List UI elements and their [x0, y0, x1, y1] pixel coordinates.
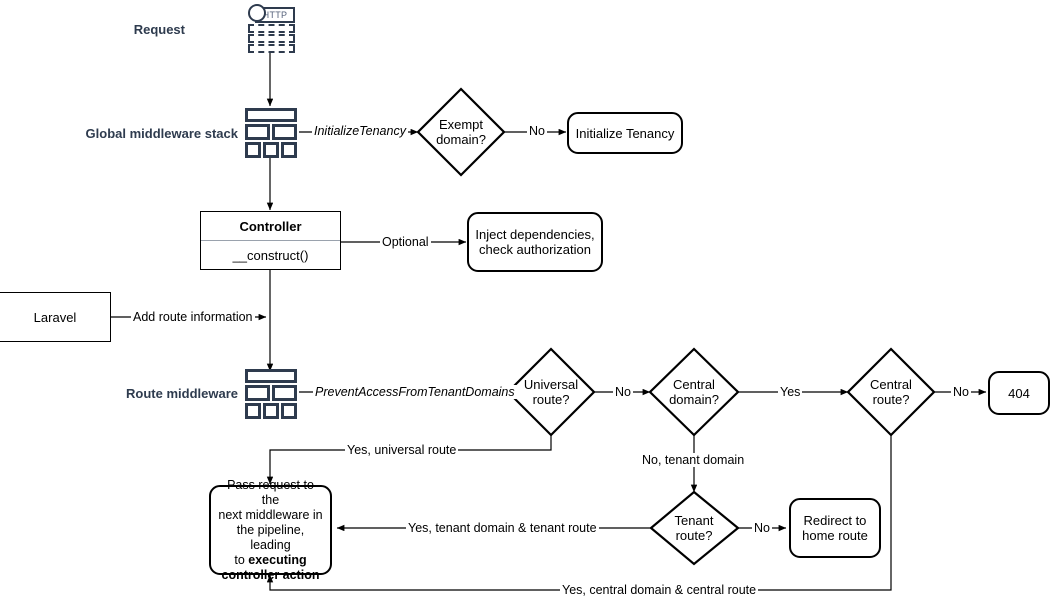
decision-line: route?	[532, 392, 570, 407]
decision-line: Central	[673, 377, 715, 392]
pass-request-line-2: next middleware in	[218, 507, 323, 522]
controller-method: __construct()	[232, 247, 309, 263]
decision-central-domain	[648, 347, 740, 437]
http-dash-row	[248, 34, 295, 43]
edge-label-initialize-tenancy: InitializeTenancy	[312, 124, 408, 138]
decision-line: route?	[675, 528, 713, 543]
http-body-icon	[248, 24, 295, 53]
node-redirect-home-text: Redirect to home route	[802, 513, 868, 543]
stack-brick	[245, 403, 261, 419]
request-label: Request	[133, 22, 185, 37]
edge-label-prevent-access: PreventAccessFromTenantDomains	[313, 385, 517, 399]
stack-brick	[245, 142, 261, 158]
stack-brick	[272, 385, 297, 401]
edge-label-universal-no: No	[613, 385, 633, 399]
edge-label-central-route-no: No	[951, 385, 971, 399]
decision-central-route	[846, 347, 936, 437]
http-request-icon: HTTP	[245, 3, 295, 53]
node-inject-dependencies-text: Inject dependencies, check authorization	[475, 227, 595, 257]
stack-brick	[263, 142, 279, 158]
decision-universal-route	[506, 347, 596, 437]
node-initialize-tenancy[interactable]: Initialize Tenancy	[567, 112, 683, 154]
edge-label-yes-tenant-domain-tenant-route: Yes, tenant domain & tenant route	[406, 521, 599, 535]
decision-line: Tenant	[674, 513, 714, 528]
stack-brick	[263, 403, 279, 419]
stack-brick	[281, 142, 297, 158]
node-pass-request-text: Pass request to the next middleware in t…	[217, 478, 324, 583]
http-dash-row	[248, 44, 295, 53]
decision-line: Central	[870, 377, 912, 392]
decision-line: domain?	[436, 132, 486, 147]
controller-title: Controller	[201, 212, 340, 241]
edge-label-optional: Optional	[380, 235, 431, 249]
decision-central-route-text: Central route?	[841, 377, 941, 407]
edge-label-tenant-route-no: No	[752, 521, 772, 535]
pass-request-line-4: to	[234, 552, 249, 567]
stack-brick	[272, 124, 297, 140]
decision-line: domain?	[669, 392, 719, 407]
edge-label-central-domain-no-tenant: No, tenant domain	[640, 453, 747, 467]
stack-brick	[245, 108, 297, 122]
pass-request-bold-2: controller action	[221, 567, 320, 582]
stack-brick	[245, 369, 297, 383]
http-circle-icon	[248, 4, 266, 22]
decision-central-domain-text: Central domain?	[644, 377, 744, 407]
node-redirect-home[interactable]: Redirect to home route	[789, 498, 881, 558]
decision-line: Exempt	[438, 117, 484, 132]
node-pass-request[interactable]: Pass request to the next middleware in t…	[209, 478, 332, 582]
decision-exempt-domain	[416, 87, 506, 177]
node-laravel[interactable]: Laravel	[0, 292, 111, 342]
pass-request-bold-1: executing	[248, 552, 307, 567]
http-dash-row	[248, 24, 295, 33]
decision-tenant-route	[649, 490, 740, 566]
decision-universal-route-text: Universal route?	[501, 377, 601, 407]
edge-label-yes-central-domain-central-route: Yes, central domain & central route	[560, 583, 759, 597]
edge-label-add-route-information: Add route information	[131, 310, 255, 324]
route-middleware-label: Route middleware	[126, 386, 238, 401]
global-middleware-stack-label: Global middleware stack	[85, 126, 238, 141]
node-inject-dependencies[interactable]: Inject dependencies, check authorization	[467, 212, 603, 272]
edge-label-exempt-no: No	[527, 124, 547, 138]
pass-request-line-1: Pass request to the	[227, 477, 314, 507]
pass-request-line-3: the pipeline, leading	[236, 522, 305, 552]
decision-tenant-route-text: Tenant route?	[644, 513, 744, 543]
decision-exempt-domain-text: Exempt domain?	[411, 117, 511, 147]
edge-label-central-domain-yes: Yes	[778, 385, 803, 399]
route-middleware-icon	[245, 369, 299, 419]
stack-brick	[245, 385, 270, 401]
node-404[interactable]: 404	[988, 371, 1050, 415]
node-controller[interactable]: Controller __construct()	[200, 211, 341, 270]
decision-line: route?	[872, 392, 910, 407]
stack-brick	[245, 124, 270, 140]
stack-brick	[281, 403, 297, 419]
global-middleware-stack-icon	[245, 108, 299, 158]
edge-label-yes-universal-route: Yes, universal route	[345, 443, 459, 457]
decision-line: Universal	[523, 377, 579, 392]
